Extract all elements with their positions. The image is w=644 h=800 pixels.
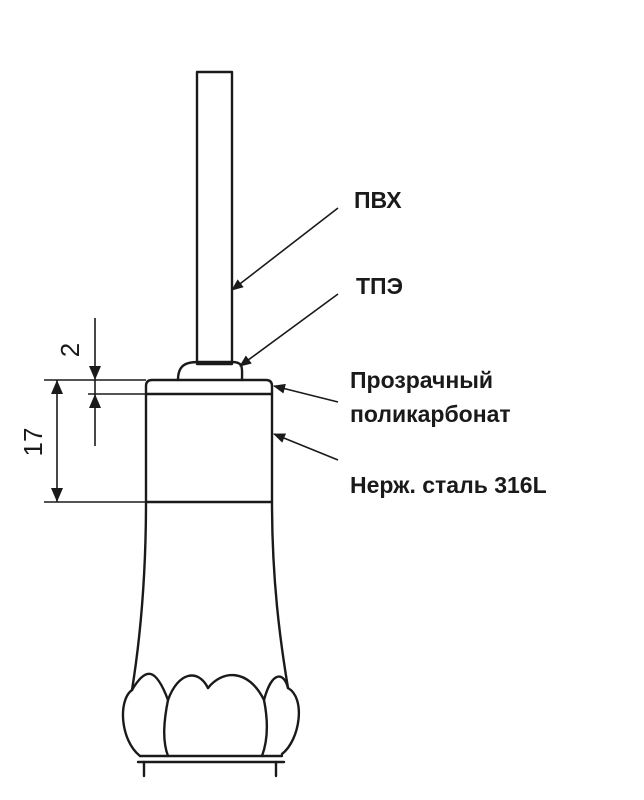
flask-body xyxy=(130,500,290,692)
dimension-17: 17 xyxy=(18,428,48,457)
dimension-2: 2 xyxy=(55,343,85,357)
tpe-relief xyxy=(176,360,244,382)
pvc-cable xyxy=(195,70,234,366)
steel-collar xyxy=(144,392,274,504)
label-pvc: ПВХ xyxy=(354,187,402,213)
label-polycarbonate-1: Прозрачный xyxy=(350,367,493,393)
label-steel: Нерж. сталь 316L xyxy=(350,472,547,498)
leader-lines xyxy=(231,207,339,461)
dimension-lines xyxy=(44,318,146,503)
hex-nut xyxy=(121,672,301,778)
label-polycarbonate-2: поликарбонат xyxy=(350,401,511,427)
polycarbonate-cap xyxy=(144,378,274,396)
label-tpe: ТПЭ xyxy=(356,273,403,299)
